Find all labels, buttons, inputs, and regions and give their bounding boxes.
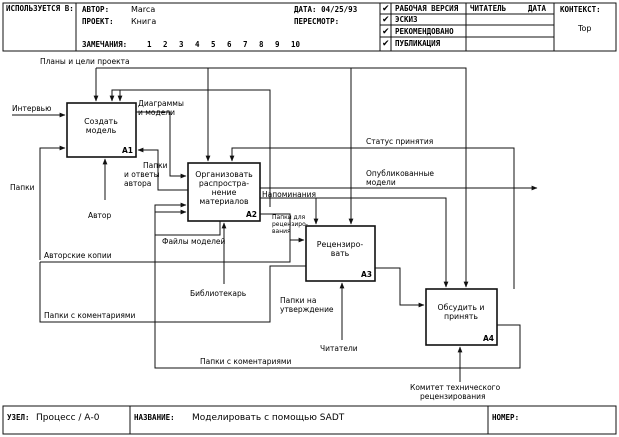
notes-number: 3 [179, 40, 184, 49]
arrow-diagrams-models [136, 111, 187, 179]
notes-number: 2 [163, 40, 168, 49]
footer-frame [2, 405, 617, 435]
status-label: ЭСКИЗ [395, 15, 418, 24]
arrow-reminders-a4 [316, 197, 449, 288]
box-a4-title-line-1: Обсудить и [438, 303, 485, 312]
label-librarian: Библиотекарь [190, 289, 246, 298]
label-review-folders-1: Папки для [272, 214, 306, 221]
label-committee-1: Комитет технического [410, 383, 501, 392]
label-diagrams-1: Диаграммы [138, 99, 184, 108]
status-check-icon: ✔ [382, 27, 390, 37]
label-folders-answers-1: Папки [143, 161, 168, 170]
label-interview: Интервью [12, 104, 51, 113]
box-a1-title-line-2: модель [86, 126, 117, 135]
label-author-copies: Авторские копии [44, 251, 112, 260]
arrow-review-folders [260, 213, 305, 243]
box-a3-title-line-2: вать [331, 249, 350, 258]
box-a2 [187, 162, 261, 222]
date-label: ДАТА: 04/25/93 [294, 5, 358, 14]
label-diagrams-2: и модели [138, 108, 175, 117]
arrow-comments-a4 [154, 209, 521, 369]
label-published-2: модели [366, 178, 396, 187]
box-a4 [425, 288, 498, 346]
notes-number: 4 [195, 40, 200, 49]
arrow-folders-loop [39, 145, 66, 260]
label-committee-2: рецензирования [420, 392, 486, 401]
label-readers: Читатели [320, 344, 358, 353]
label-comments-1: Папки с коментариями [44, 311, 135, 320]
notes-number: 10 [291, 40, 301, 49]
reader-date-label: ДАТА [528, 4, 547, 13]
label-approval-2: утверждение [280, 305, 334, 314]
label-plans: Планы и цели проекта [40, 57, 130, 66]
notes-number: 8 [259, 40, 264, 49]
header-frame [2, 2, 617, 52]
arrow-comments-a3 [39, 262, 306, 323]
box-a1 [66, 102, 137, 158]
box-a2-title-line-1: Организовать [195, 170, 253, 179]
arrow-status-acceptance [229, 147, 515, 289]
box-a2-title-line-4: материалов [199, 197, 249, 206]
node-label: УЗЕЛ: [7, 413, 30, 422]
title-label: НАЗВАНИЕ: [134, 413, 175, 422]
project-value: Книга [131, 17, 156, 26]
notes-number: 1 [147, 40, 152, 49]
box-a3 [305, 225, 376, 282]
box-a3-title-line-1: Рецензиро- [317, 240, 364, 249]
arrow-feedback-to-a1-top-2 [109, 89, 120, 102]
box-a4-id: A4 [483, 334, 494, 343]
label-model-files: Файлы моделей [162, 237, 225, 246]
status-check-icon: ✔ [382, 15, 390, 25]
label-review-folders-3: вания [272, 228, 291, 235]
reader-label: ЧИТАТЕЛЬ [470, 4, 507, 13]
node-value: Процесс / А-0 [36, 413, 100, 423]
box-a2-id: A2 [246, 210, 257, 219]
label-author: Автор [88, 211, 112, 220]
arrow-author-copies [40, 240, 291, 263]
box-a4-title-line-2: принять [444, 312, 478, 321]
notes-number: 9 [275, 40, 280, 49]
context-label: КОНТЕКСТ: [560, 5, 601, 14]
arrow-plans-to-a4 [351, 67, 469, 288]
context-value: Top [577, 24, 592, 33]
box-a2-title-line-3: нение [212, 188, 237, 197]
box-a1-title-line-1: Создать [84, 117, 118, 126]
used-at-label: ИСПОЛЬЗУЕТСЯ В: [6, 4, 74, 13]
author-value: Marca [131, 5, 155, 14]
label-reminders: Напоминания [262, 190, 316, 199]
notes-label: ЗАМЕЧАНИЯ: [82, 40, 127, 49]
project-label: ПРОЕКТ: [82, 17, 114, 26]
label-status-accept: Статус принятия [366, 137, 433, 146]
revision-label: ПЕРЕСМОТР: [294, 17, 339, 26]
status-label: РАБОЧАЯ ВЕРСИЯ [395, 4, 459, 13]
label-comments-2: Папки с коментариями [200, 357, 291, 366]
label-approval-1: Папки на [280, 296, 316, 305]
label-folders: Папки [10, 183, 35, 192]
title-value: Моделировать с помощью SADT [192, 413, 345, 423]
status-checklist: ✔ РАБОЧАЯ ВЕРСИЯ ✔ ЭСКИЗ ✔ РЕКОМЕНДОВАНО ✔ ПУБЛ… [382, 4, 459, 49]
arrow-approval [375, 267, 425, 308]
status-check-icon: ✔ [382, 4, 390, 14]
box-a1-id: A1 [122, 146, 133, 155]
notes-number: 5 [211, 40, 216, 49]
status-label: РЕКОМЕНДОВАНО [395, 27, 454, 36]
label-review-folders-2: рецензиро- [272, 221, 308, 228]
status-label: ПУБЛИКАЦИЯ [395, 39, 441, 48]
number-label: НОМЕР: [492, 413, 519, 422]
box-a2-title-line-2: распростра- [199, 179, 249, 188]
status-check-icon: ✔ [382, 39, 390, 49]
label-published-1: Опубликованные [366, 169, 434, 178]
arrows [12, 67, 538, 382]
author-label: АВТОР: [82, 5, 109, 14]
notes-number: 6 [227, 40, 232, 49]
label-folders-answers-2: и ответы [124, 170, 160, 179]
box-a3-id: A3 [361, 270, 372, 279]
notes-number: 7 [243, 40, 248, 49]
arrow-folders-answers [137, 147, 188, 191]
label-folders-answers-3: автора [124, 179, 151, 188]
notes-numbers: 1 2 3 4 5 6 7 8 9 10 [147, 40, 301, 49]
